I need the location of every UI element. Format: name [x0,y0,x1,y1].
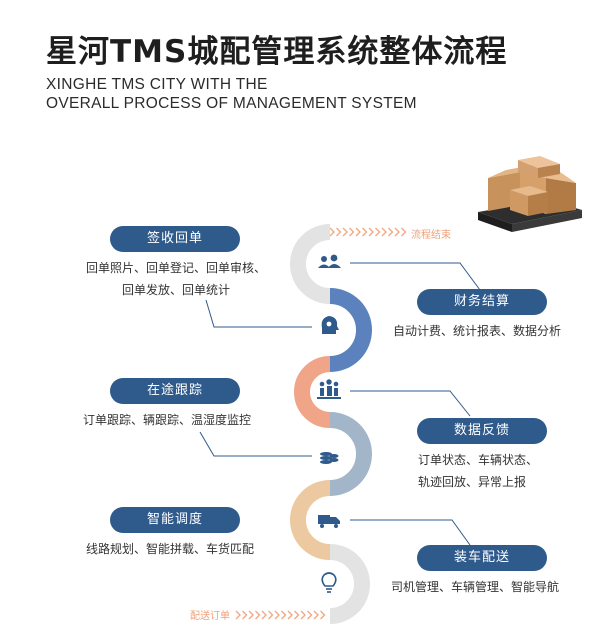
chevron-arrow-icon [320,610,326,620]
chevron-arrow-icon [401,227,407,237]
start-label: 配送订单 [190,611,230,622]
step-data-pill: 数据反馈 [417,418,547,444]
chevron-arrow-icon [300,610,306,620]
page-title: 星河TMS城配管理系统整体流程 [46,34,508,70]
step-dispatch-pill: 智能调度 [110,507,240,533]
step-loading-desc: 司机管理、车辆管理、智能导航 [391,576,559,598]
chevron-arrow-icon [313,610,319,620]
chevron-arrow-icon [274,610,280,620]
chevron-arrow-icon [242,610,248,620]
chevron-arrow-icon [287,610,293,620]
chevron-arrow-icon [368,227,374,237]
step-tracking-desc: 订单跟踪、辆跟踪、温湿度监控 [83,409,251,431]
connector-tracking [199,431,312,457]
end-label: 流程结束 [411,230,451,241]
chevron-arrow-icon [261,610,267,620]
step-tracking-desc-line: 订单跟踪、辆跟踪、温湿度监控 [83,413,252,427]
step-dispatch-desc: 线路规划、智能拼载、车货匹配 [86,538,254,560]
step-receipt-desc-line: 回单发放、回单统计 [121,283,230,297]
chevron-arrow-icon [307,610,313,620]
chevron-arrow-icon [248,610,254,620]
step-tracking-pill: 在途跟踪 [110,378,240,404]
chevron-arrow-icon [281,610,287,620]
chevron-arrow-icon [294,610,300,620]
flow-band-gray [290,224,331,304]
step-finance-pill: 财务结算 [417,289,547,315]
step-data-desc-line: 轨迹回放、异常上报 [418,475,527,489]
chevron-arrow-icon [336,227,342,237]
users-icon [318,254,341,268]
subtitle-line-1: XINGHE TMS CITY WITH THE [46,76,268,93]
chevron-arrow-icon [235,610,241,620]
flow-band-salmon [294,356,331,428]
step-loading-pill: 装车配送 [417,545,547,571]
head-gear-icon [321,316,339,334]
chevron-arrow-icon [268,610,274,620]
chevron-arrow-icon [381,227,387,237]
flow-band-tan [290,480,331,560]
people-group-icon [317,379,341,399]
chevron-arrow-icon [362,227,368,237]
chevron-arrow-icon [375,227,381,237]
end-arrow-strip [329,227,407,237]
step-receipt-desc: 回单照片、回单登记、回单审核、 回单发放、回单统计 [62,257,290,301]
step-finance-desc-line: 自动计费、统计报表、数据分析 [393,324,562,338]
boxes-pallet-icon [478,156,582,232]
start-arrow-strip [235,610,326,620]
chevron-arrow-icon [349,227,355,237]
step-finance-desc: 自动计费、统计报表、数据分析 [393,320,561,342]
connector-finance [350,262,481,291]
chevron-arrow-icon [329,227,335,237]
chevron-arrow-icon [388,227,394,237]
lightbulb-icon [321,572,337,593]
flow-band-blue [329,288,372,372]
step-receipt-pill: 签收回单 [110,226,240,252]
connector-loading [350,519,471,546]
chevron-arrow-icon [355,227,361,237]
flow-band-gray-bottom [329,544,370,624]
chevron-arrow-icon [255,610,261,620]
step-loading-desc-line: 司机管理、车辆管理、智能导航 [391,580,560,594]
step-dispatch-desc-line: 线路规划、智能拼载、车货匹配 [86,542,255,556]
connector-data [350,390,471,417]
chevron-arrow-icon [342,227,348,237]
truck-icon [318,515,340,528]
subtitle-line-2: OVERALL PROCESS OF MANAGEMENT SYSTEM [46,95,417,112]
step-receipt-desc-line: 回单照片、回单登记、回单审核、 [85,261,266,275]
connector-receipt [205,299,312,328]
flow-band-slate [329,412,372,496]
step-data-desc-line: 订单状态、车辆状态、 [418,453,539,467]
step-data-desc: 订单状态、车辆状态、 轨迹回放、异常上报 [418,449,538,493]
coins-icon [320,452,339,464]
chevron-arrow-icon [394,227,400,237]
